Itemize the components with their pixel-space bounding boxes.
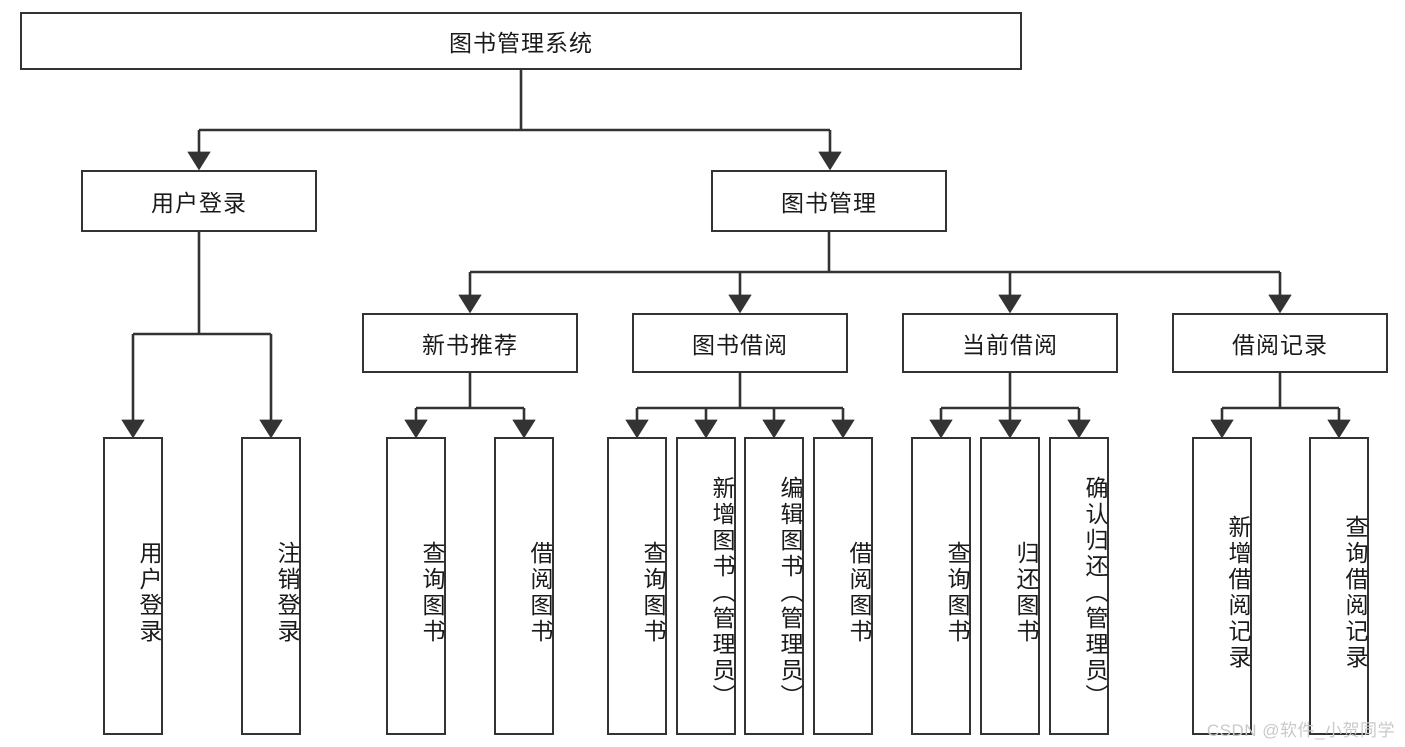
node-current-borrow-label: 当前借阅 <box>962 332 1058 358</box>
leaf-add-borrow-record-label: 新增借阅记录 <box>1225 515 1251 671</box>
node-book-borrow-label: 图书借阅 <box>692 332 788 358</box>
leaf-user-login[interactable]: 用户登录 <box>103 437 163 735</box>
leaf-query-book-current[interactable]: 查询图书 <box>911 437 971 735</box>
leaf-add-book-admin[interactable]: 新增图书（管理员） <box>676 437 736 735</box>
leaf-query-book-borrow[interactable]: 查询图书 <box>607 437 667 735</box>
node-new-book-recommend[interactable]: 新书推荐 <box>362 313 578 373</box>
leaf-query-borrow-record-label: 查询借阅记录 <box>1342 515 1368 671</box>
leaf-return-book[interactable]: 归还图书 <box>980 437 1040 735</box>
leaf-logout[interactable]: 注销登录 <box>241 437 301 735</box>
leaf-add-book-admin-label: 新增图书（管理员） <box>709 476 735 710</box>
leaf-query-book-borrow-label: 查询图书 <box>640 541 666 645</box>
leaf-confirm-return-admin[interactable]: 确认归还（管理员） <box>1049 437 1109 735</box>
node-current-borrow[interactable]: 当前借阅 <box>902 313 1118 373</box>
node-root[interactable]: 图书管理系统 <box>20 12 1022 70</box>
leaf-add-borrow-record[interactable]: 新增借阅记录 <box>1192 437 1252 735</box>
leaf-confirm-return-admin-label: 确认归还（管理员） <box>1082 476 1108 710</box>
leaf-return-book-label: 归还图书 <box>1013 541 1039 645</box>
leaf-query-book-recommend-label: 查询图书 <box>419 541 445 645</box>
node-root-label: 图书管理系统 <box>449 30 593 56</box>
node-book-management[interactable]: 图书管理 <box>711 170 947 232</box>
leaf-query-borrow-record[interactable]: 查询借阅记录 <box>1309 437 1369 735</box>
node-book-management-label: 图书管理 <box>781 190 877 216</box>
leaf-borrow-book-recommend-label: 借阅图书 <box>527 541 553 645</box>
node-borrow-record-label: 借阅记录 <box>1232 332 1328 358</box>
leaf-borrow-book-label: 借阅图书 <box>846 541 872 645</box>
leaf-user-login-label: 用户登录 <box>136 541 162 645</box>
node-borrow-record[interactable]: 借阅记录 <box>1172 313 1388 373</box>
leaf-borrow-book-recommend[interactable]: 借阅图书 <box>494 437 554 735</box>
node-new-book-recommend-label: 新书推荐 <box>422 332 518 358</box>
leaf-query-book-current-label: 查询图书 <box>944 541 970 645</box>
watermark: CSDN @软件_小贺同学 <box>1206 721 1395 740</box>
node-book-borrow[interactable]: 图书借阅 <box>632 313 848 373</box>
leaf-borrow-book[interactable]: 借阅图书 <box>813 437 873 735</box>
leaf-query-book-recommend[interactable]: 查询图书 <box>386 437 446 735</box>
leaf-edit-book-admin-label: 编辑图书（管理员） <box>777 476 803 710</box>
leaf-logout-label: 注销登录 <box>274 541 300 645</box>
node-user-login-label: 用户登录 <box>151 190 247 216</box>
leaf-edit-book-admin[interactable]: 编辑图书（管理员） <box>744 437 804 735</box>
node-user-login[interactable]: 用户登录 <box>81 170 317 232</box>
